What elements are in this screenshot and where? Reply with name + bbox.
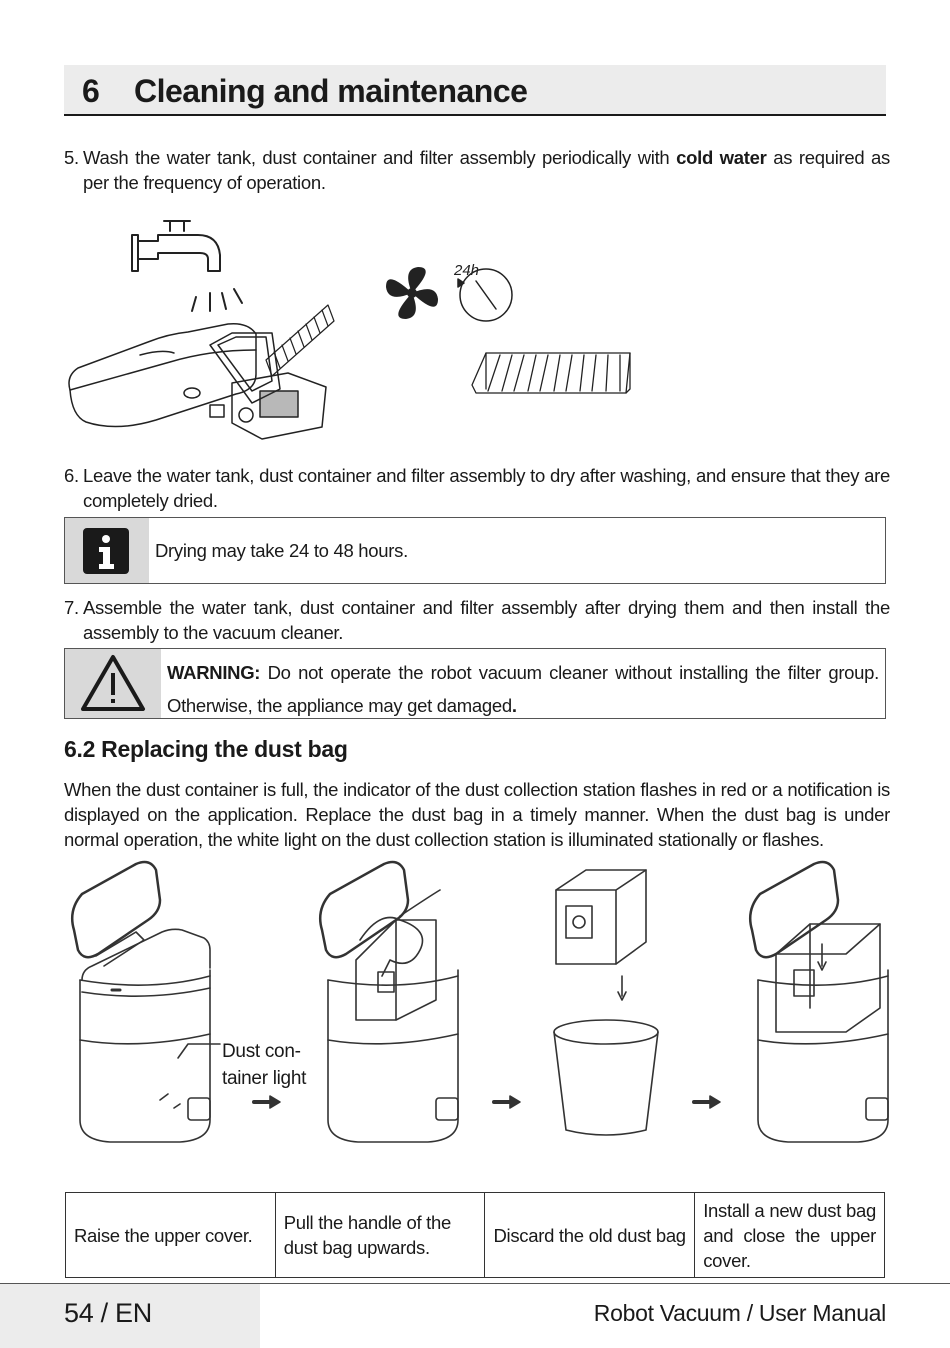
water-tap-icon (131, 220, 243, 312)
step-text: Wash the water tank, dust container and … (83, 147, 677, 168)
step-bold: cold water (676, 147, 767, 168)
footer-page-panel (0, 1284, 260, 1348)
page-number: 54 / EN (64, 1298, 152, 1328)
callout-line-1: Dust con- (222, 1041, 301, 1062)
callout-label: Dust con- tainer light (222, 1038, 306, 1092)
footer-divider (0, 1283, 950, 1284)
station-open-cover-drawing (71, 860, 211, 1143)
section-body: When the dust container is full, the ind… (64, 779, 890, 850)
chapter-number: 6 (82, 73, 100, 109)
washing-drying-illustration: 24h (68, 220, 631, 440)
warning-icon (81, 655, 145, 711)
warning-box: WARNING: Do not operate the robot vacuum… (64, 648, 886, 719)
chapter-title: Cleaning and maintenance (134, 73, 528, 109)
fan-icon (386, 267, 438, 319)
table-cell: Raise the upper cover. (65, 1192, 276, 1278)
dust-bag-replacement-illustration (71, 860, 889, 1143)
step-7: 7. Assemble the water tank, dust contain… (64, 595, 890, 645)
chapter-header: 6 Cleaning and maintenance (64, 65, 886, 116)
table-row: Raise the upper cover. Pull the handle o… (65, 1192, 885, 1278)
filter-drawing (265, 304, 335, 377)
step-5: 5. Wash the water tank, dust container a… (64, 145, 890, 195)
step-6: 6. Leave the water tank, dust container … (64, 463, 890, 513)
step-text-end: as required as per the frequency of oper… (83, 147, 891, 193)
info-icon (83, 528, 129, 574)
step-number: 5. (64, 147, 79, 168)
timer-label: 24h (453, 262, 479, 279)
dust-container-drawing (209, 332, 327, 440)
warning-icon-cell (65, 649, 161, 718)
manual-title: Robot Vacuum / User Manual (593, 1300, 887, 1326)
info-box: Drying may take 24 to 48 hours. (64, 517, 886, 584)
table-cell: Install a new dust bag and close the upp… (694, 1192, 885, 1278)
step-text: Leave the water tank, dust container and… (83, 465, 890, 511)
dust-bag-steps-table: Raise the upper cover. Pull the handle o… (65, 1192, 885, 1278)
info-icon-cell (65, 518, 149, 583)
table-cell: Discard the old dust bag (484, 1192, 696, 1278)
step-text: Assemble the water tank, dust container … (83, 597, 890, 643)
old-dust-bag-drawing (555, 869, 647, 1001)
water-tank-drawing (68, 322, 257, 428)
warning-text-block: WARNING: Do not operate the robot vacuum… (167, 656, 879, 722)
clock-icon (457, 268, 513, 322)
section-title: 6.2 Replacing the dust bag (64, 736, 348, 762)
callout-line-2: tainer light (222, 1068, 307, 1089)
info-text: Drying may take 24 to 48 hours. (155, 540, 408, 561)
step-number: 6. (64, 465, 79, 486)
station-new-bag-drawing (749, 860, 889, 1143)
warning-label: WARNING: (167, 662, 261, 683)
large-filter-drawing (471, 352, 631, 394)
trash-bin-drawing (553, 1019, 659, 1136)
step-number: 7. (64, 597, 79, 618)
station-pull-bag-drawing (319, 860, 459, 1143)
table-cell: Pull the handle of the dust bag upwards. (274, 1192, 486, 1278)
warning-end: . (511, 695, 517, 716)
warning-text: Do not operate the robot vacuum cleaner … (167, 662, 879, 716)
